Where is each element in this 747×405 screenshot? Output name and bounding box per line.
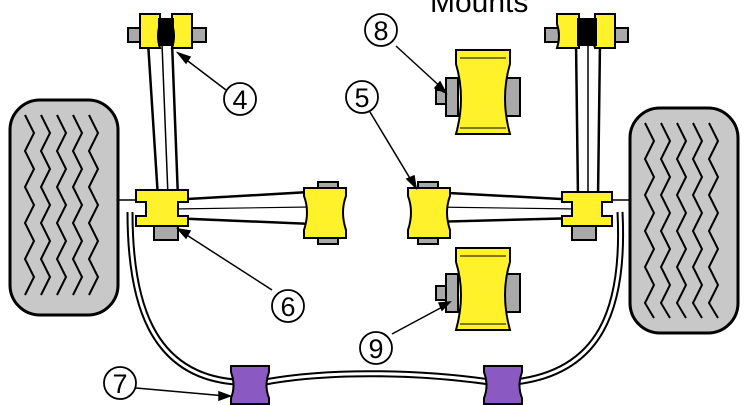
right-top-mount-bush [544, 13, 629, 49]
diagram-title: Mounts [430, 0, 528, 19]
callout-6: 6 [271, 289, 305, 323]
anti-roll-bar [126, 211, 625, 386]
left-top-mount-bush [127, 13, 207, 49]
leader-lines [135, 45, 452, 402]
svg-text:7: 7 [112, 369, 127, 399]
callout-7: 7 [103, 366, 137, 400]
svg-text:8: 8 [373, 16, 388, 46]
rear-mount-bush-8 [435, 49, 521, 135]
callout-5: 5 [345, 80, 379, 114]
svg-text:4: 4 [232, 85, 247, 115]
svg-text:5: 5 [354, 83, 369, 113]
left-outer-arm-bush [135, 189, 189, 241]
right-strut [574, 40, 602, 200]
left-inner-arm-bush [303, 181, 347, 245]
callout-4: 4 [223, 82, 257, 116]
left-strut [146, 40, 180, 200]
left-tyre [8, 98, 120, 317]
anti-roll-bar-bush-right [483, 365, 523, 405]
right-outer-arm-bush [561, 191, 613, 241]
svg-text:9: 9 [368, 334, 383, 364]
right-inner-arm-bush [407, 181, 451, 245]
right-tyre [628, 106, 740, 335]
callout-9: 9 [359, 331, 393, 365]
anti-roll-bar-bush-left [230, 365, 270, 405]
callout-8: 8 [364, 13, 398, 47]
svg-text:6: 6 [280, 292, 295, 322]
rear-mount-bush-9 [435, 247, 521, 331]
left-lower-arm [168, 190, 314, 226]
right-lower-arm [428, 190, 582, 224]
